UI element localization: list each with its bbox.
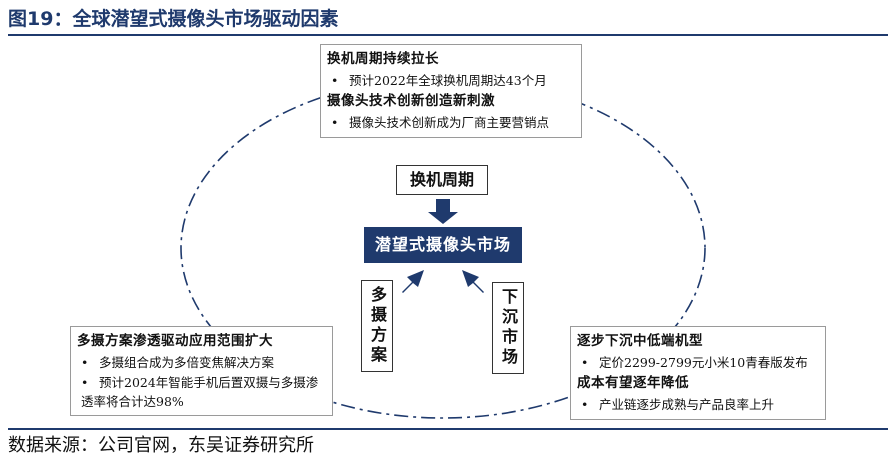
left-driver-box: 多摄方案 bbox=[361, 280, 393, 372]
left-heading: 多摄方案渗透驱动应用范围扩大 bbox=[77, 333, 273, 349]
top-bullet-1: 预计2022年全球换机周期达43个月 bbox=[327, 70, 575, 91]
top-info-box: 换机周期持续拉长 预计2022年全球换机周期达43个月 摄像头技术创新创造新刺激… bbox=[320, 44, 582, 138]
right-driver-label: 下沉市场 bbox=[499, 288, 518, 368]
arrow-up-right-icon bbox=[402, 270, 424, 293]
arrow-up-left-icon bbox=[462, 270, 484, 293]
arrow-down-icon bbox=[428, 199, 458, 224]
left-bullet-2: 预计2024年智能手机后置双摄与多摄渗透率将合计达98% bbox=[77, 373, 326, 411]
left-driver-label: 多摄方案 bbox=[368, 286, 387, 366]
top-heading-1: 换机周期持续拉长 bbox=[327, 51, 439, 67]
right-heading-2: 成本有望逐年降低 bbox=[577, 375, 689, 391]
right-info-box: 逐步下沉中低端机型 定价2299-2799元小米10青春版发布 成本有望逐年降低… bbox=[570, 326, 826, 420]
right-bullet-2: 产业链逐步成熟与产品良率上升 bbox=[577, 394, 819, 415]
cycle-label-box: 换机周期 bbox=[396, 165, 488, 195]
left-bullet-1: 多摄组合成为多倍变焦解决方案 bbox=[77, 352, 326, 373]
top-bullet-2: 摄像头技术创新成为厂商主要营销点 bbox=[327, 112, 575, 133]
left-info-box: 多摄方案渗透驱动应用范围扩大 多摄组合成为多倍变焦解决方案 预计2024年智能手… bbox=[70, 326, 333, 416]
right-heading-1: 逐步下沉中低端机型 bbox=[577, 333, 703, 349]
right-bullet-1: 定价2299-2799元小米10青春版发布 bbox=[577, 352, 819, 373]
right-driver-box: 下沉市场 bbox=[492, 282, 524, 374]
source-note: 数据来源：公司官网，东吴证券研究所 bbox=[8, 428, 888, 464]
center-market-box: 潜望式摄像头市场 bbox=[364, 227, 522, 263]
figure-title: 图19：全球潜望式摄像头市场驱动因素 bbox=[8, 4, 888, 36]
top-heading-2: 摄像头技术创新创造新刺激 bbox=[327, 93, 495, 109]
